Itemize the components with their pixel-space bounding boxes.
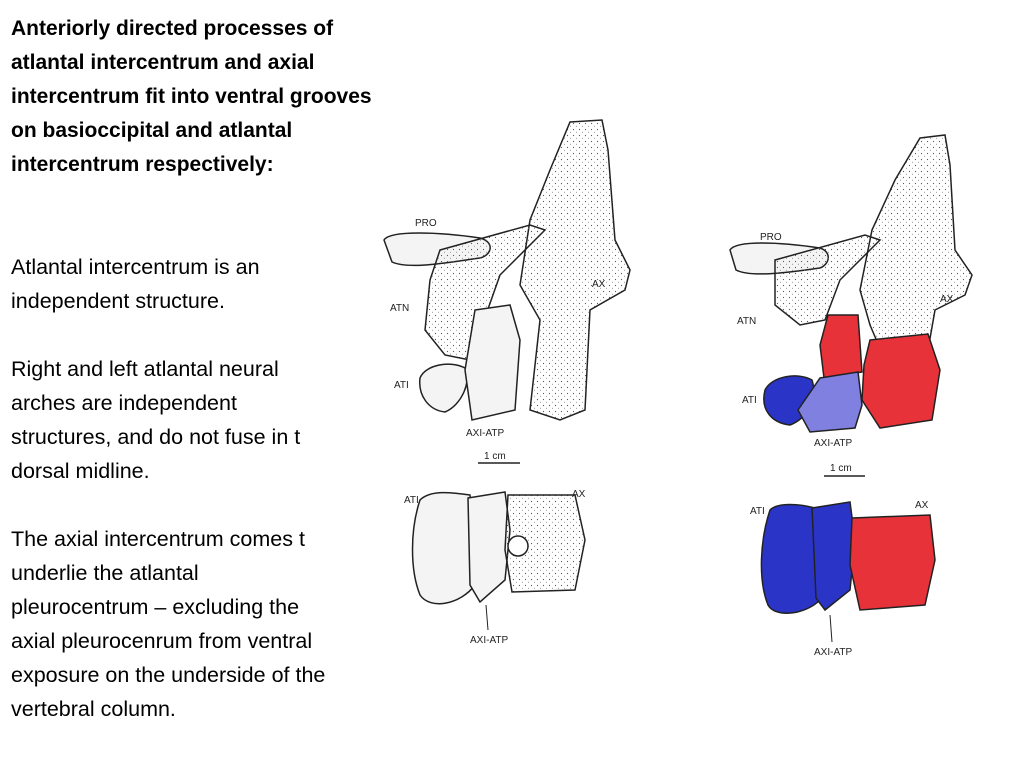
paragraph-2-line-4: dorsal midline. — [11, 459, 150, 483]
label-ax-right: AX — [940, 294, 954, 305]
paragraph-3-line-6: vertebral column. — [11, 697, 176, 721]
paragraph-3-line-4: axial pleurocenrum from ventral — [11, 629, 313, 653]
label-pro-left: PRO — [415, 218, 437, 229]
label-ati-ventral-left: ATI — [404, 495, 419, 506]
ventral-view-uncolored — [411, 491, 586, 605]
slide-heading: Anteriorly directed processes of atlanta… — [11, 17, 372, 176]
label-ax-ventral-left: AX — [572, 489, 586, 500]
label-ax-left: AX — [592, 279, 606, 290]
paragraph-1-line-1: Atlantal intercentrum is an — [11, 255, 260, 279]
label-axi-atp-ventral-left: AXI-ATP — [470, 635, 508, 646]
lateral-view-colored — [729, 134, 973, 433]
paragraph-2-line-3: structures, and do not fuse in t — [11, 425, 301, 449]
paragraph-3-line-3: pleurocentrum – excluding the — [11, 595, 300, 619]
label-axi-atp-right: AXI-ATP — [814, 438, 852, 449]
label-ati-right: ATI — [742, 395, 757, 406]
spacer — [11, 488, 393, 522]
label-scale-left: 1 cm — [484, 451, 506, 462]
label-atn-right: ATN — [737, 316, 756, 327]
label-scale-right: 1 cm — [830, 463, 852, 474]
spacer — [11, 318, 393, 352]
paragraph-2-line-2: arches are independent — [11, 391, 237, 415]
text-column: Anteriorly directed processes of atlanta… — [11, 12, 393, 764]
lateral-view-uncolored — [383, 119, 631, 421]
label-pro-right: PRO — [760, 232, 782, 243]
label-axi-atp-ventral-right: AXI-ATP — [814, 647, 852, 658]
label-ati-left: ATI — [394, 380, 409, 391]
paragraph-1-line-2: independent structure. — [11, 289, 225, 313]
paragraph-3-line-5: exposure on the underside of the — [11, 663, 326, 687]
label-axi-atp-left: AXI-ATP — [466, 428, 504, 439]
paragraph-2-line-1: Right and left atlantal neural — [11, 357, 279, 381]
pointer-line-left — [485, 604, 489, 631]
label-ati-ventral-right: ATI — [750, 506, 765, 517]
paragraph-3-line-2: underlie the atlantal — [11, 561, 199, 585]
pointer-line-right — [829, 614, 833, 643]
vertebrae-illustrations: PRO ATN ATI AX AXI-ATP 1 cm PRO ATN ATI … — [383, 119, 973, 658]
paragraph-3-line-1: The axial intercentrum comes t — [11, 527, 305, 551]
label-atn-left: ATN — [390, 303, 409, 314]
ventral-view-colored — [760, 501, 936, 614]
spacer — [11, 182, 393, 250]
label-ax-ventral-right: AX — [915, 500, 929, 511]
